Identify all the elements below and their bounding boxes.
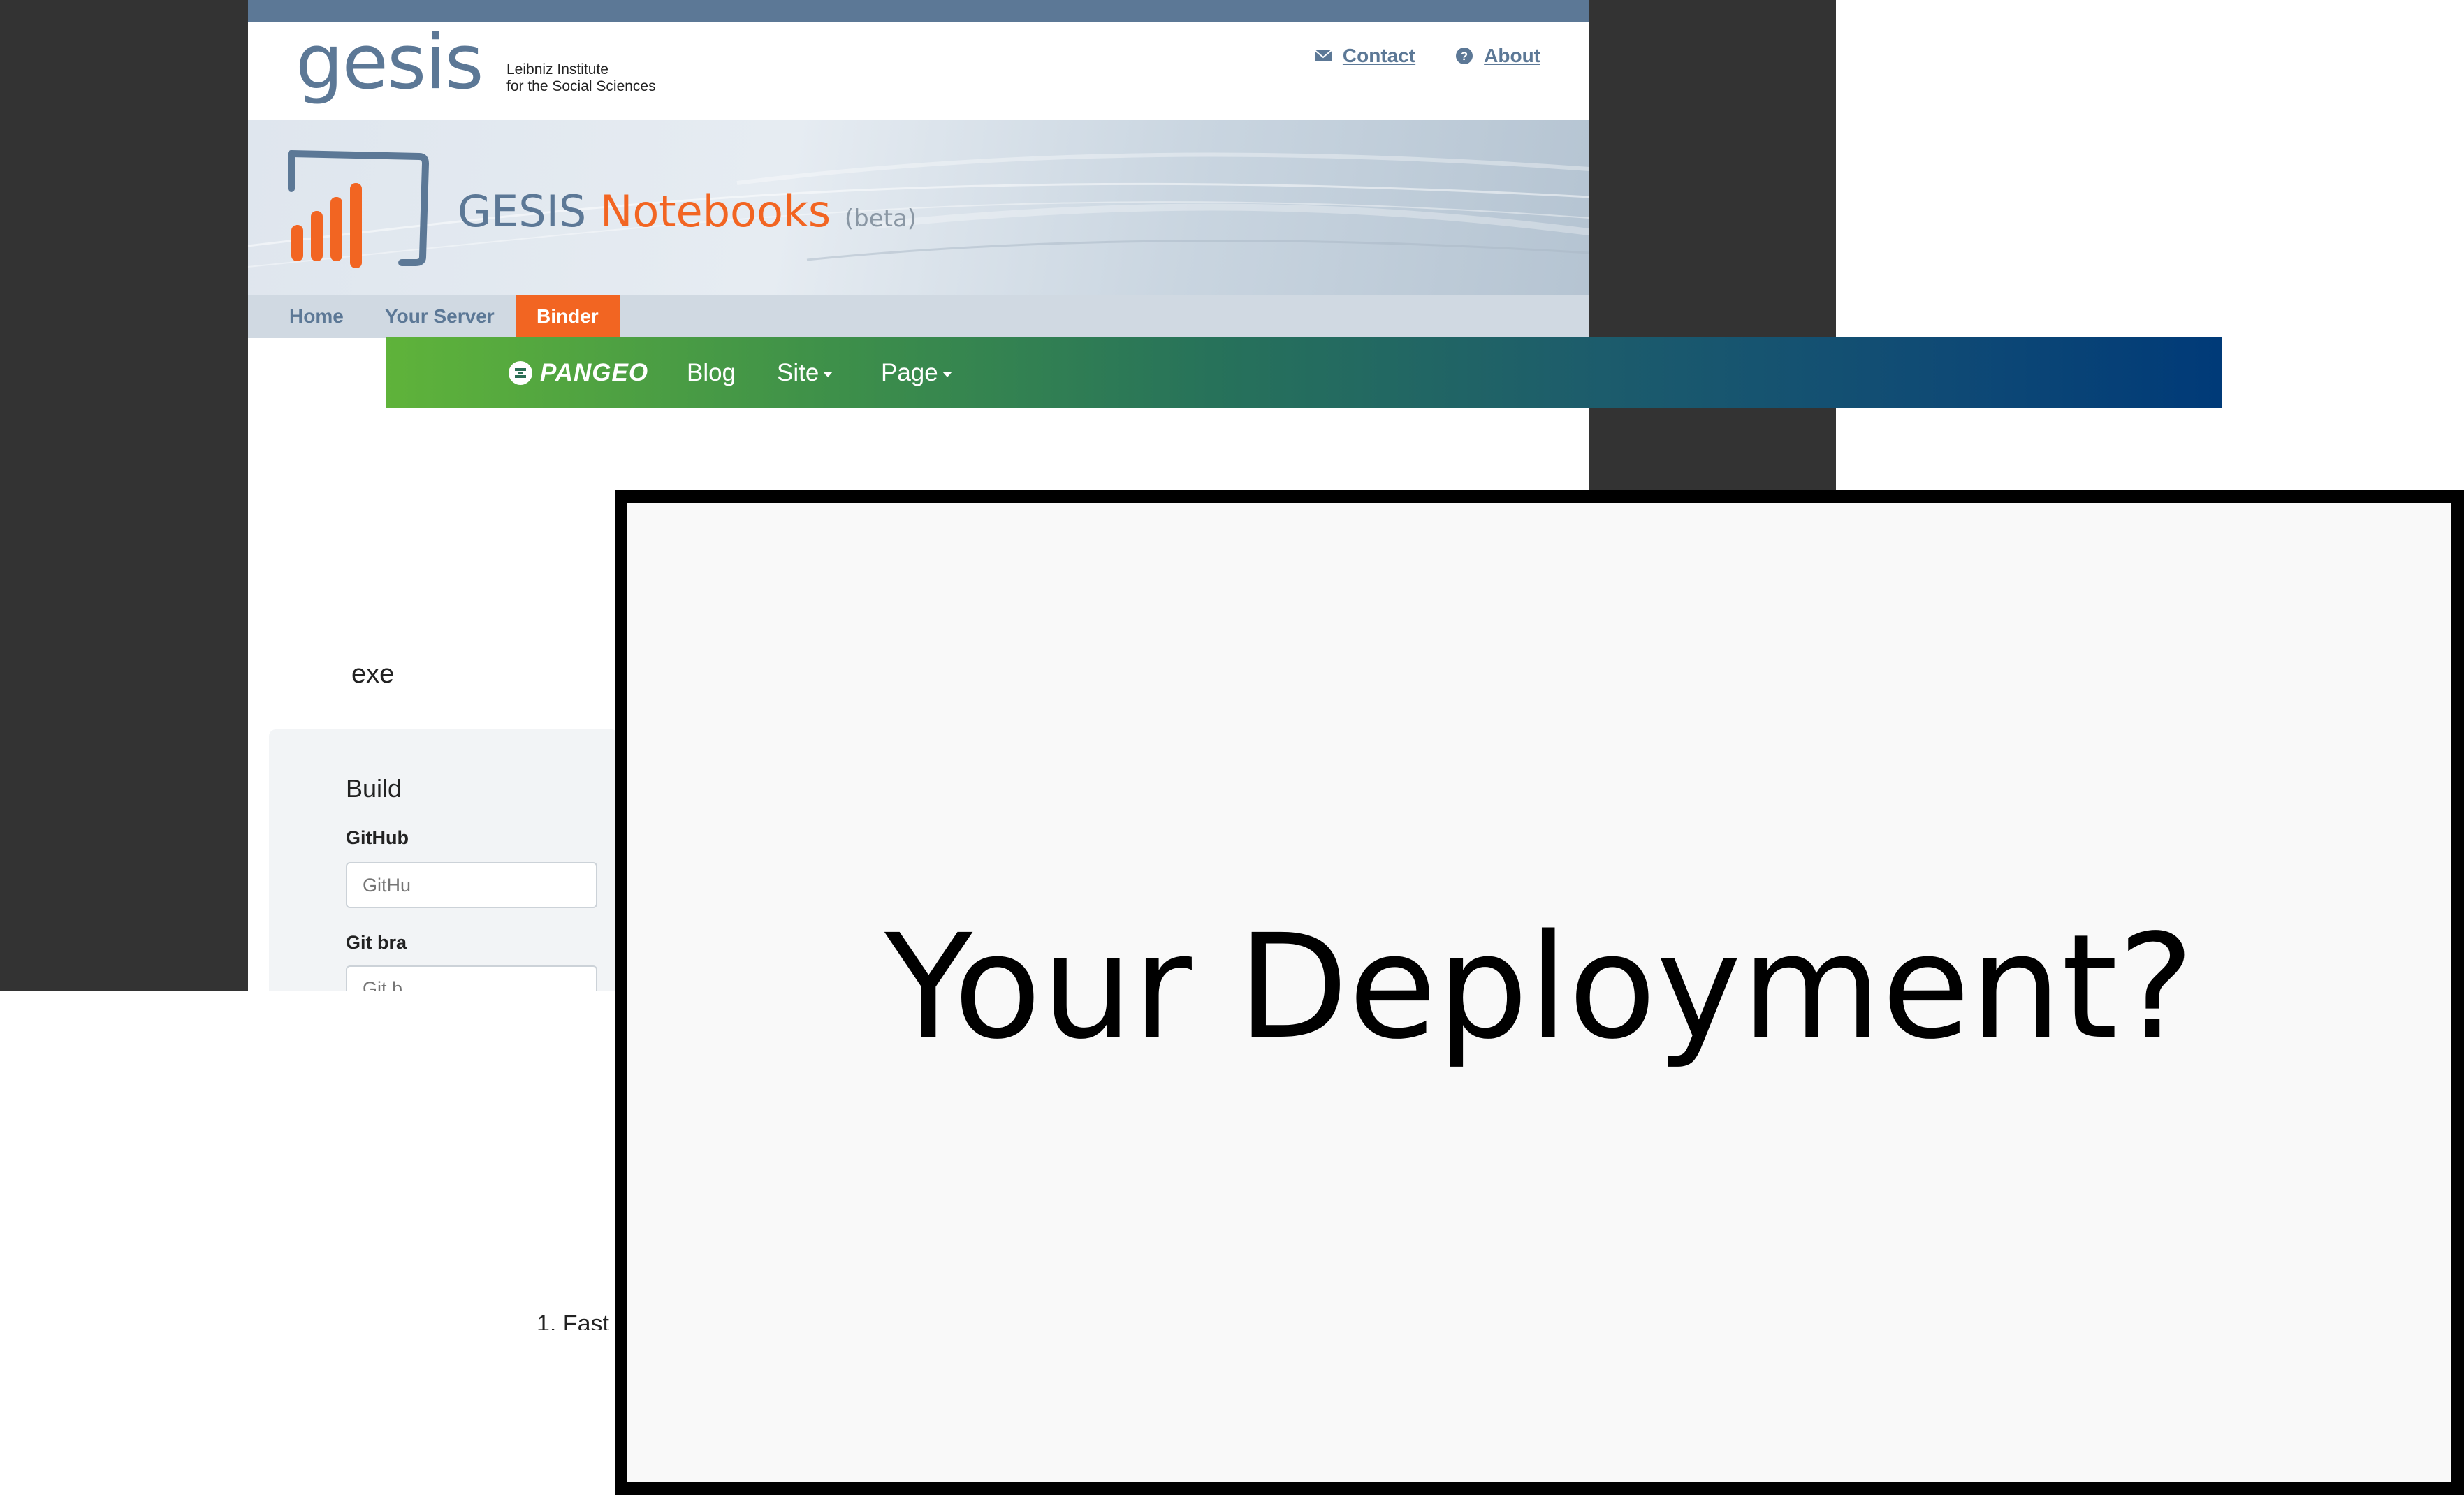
github-repo-input[interactable]: [346, 862, 597, 908]
nav-home[interactable]: Home: [289, 305, 344, 327]
banner-title-notebooks: Notebooks: [599, 186, 831, 237]
gesis-top-bar: [248, 0, 1589, 22]
pangeo-nav-blog[interactable]: Blog: [687, 359, 736, 386]
github-repo-label: GitHub: [346, 827, 409, 848]
gesis-banner: GESIS Notebooks (beta): [248, 120, 1589, 295]
site-dropdown-label: Site: [777, 359, 819, 386]
build-form-title: Build: [346, 774, 402, 803]
gesis-logo[interactable]: gesis: [296, 19, 484, 106]
question-circle-icon: ?: [1456, 48, 1473, 64]
pangeo-nav-site-dropdown[interactable]: Site: [777, 337, 833, 408]
banner-title: GESIS Notebooks (beta): [458, 190, 917, 233]
gesis-top-links: Contact ? About: [1313, 45, 1540, 67]
svg-text:?: ?: [1461, 50, 1468, 63]
gesis-nav-bar: Home Your Server Binder: [248, 295, 1589, 338]
pangeo-brand[interactable]: PANGEO: [508, 337, 648, 408]
nav-your-server[interactable]: Your Server: [385, 305, 495, 327]
tagline-line-2: for the Social Sciences: [506, 78, 656, 94]
banner-waves-decoration: [248, 152, 1589, 268]
page-dropdown-label: Page: [881, 359, 938, 386]
banner-title-beta: (beta): [844, 205, 917, 233]
contact-link[interactable]: Contact: [1313, 45, 1415, 67]
git-branch-input[interactable]: [346, 965, 597, 991]
pangeo-logo-icon: [509, 360, 532, 385]
about-link-label: About: [1484, 45, 1540, 66]
pangeo-nav-page-dropdown[interactable]: Page: [881, 337, 952, 408]
pangeo-brand-label: PANGEO: [540, 358, 649, 386]
slide-heading: Your Deployment?: [884, 903, 2194, 1071]
about-link[interactable]: ? About: [1455, 45, 1540, 67]
intro-text-fragment: exe: [351, 659, 395, 689]
gesis-tagline: Leibniz Institute for the Social Science…: [506, 61, 656, 95]
caret-down-icon: [823, 371, 833, 377]
build-form-panel: Build GitHub Git bra: [269, 729, 618, 991]
notebooks-chart-icon: [288, 150, 430, 268]
presentation-slide: Your Deployment?: [615, 490, 2464, 1495]
git-branch-label: Git bra: [346, 932, 407, 953]
caret-down-icon: [942, 371, 952, 377]
list-item-fragment: 1. Fast: [537, 1311, 609, 1330]
tagline-line-1: Leibniz Institute: [506, 61, 608, 78]
banner-title-gesis: GESIS: [458, 186, 587, 237]
pangeo-navbar: PANGEO Blog Site Page: [386, 337, 2222, 408]
nav-binder[interactable]: Binder: [516, 295, 620, 338]
contact-link-label: Contact: [1342, 45, 1416, 66]
envelope-icon: [1314, 50, 1332, 61]
